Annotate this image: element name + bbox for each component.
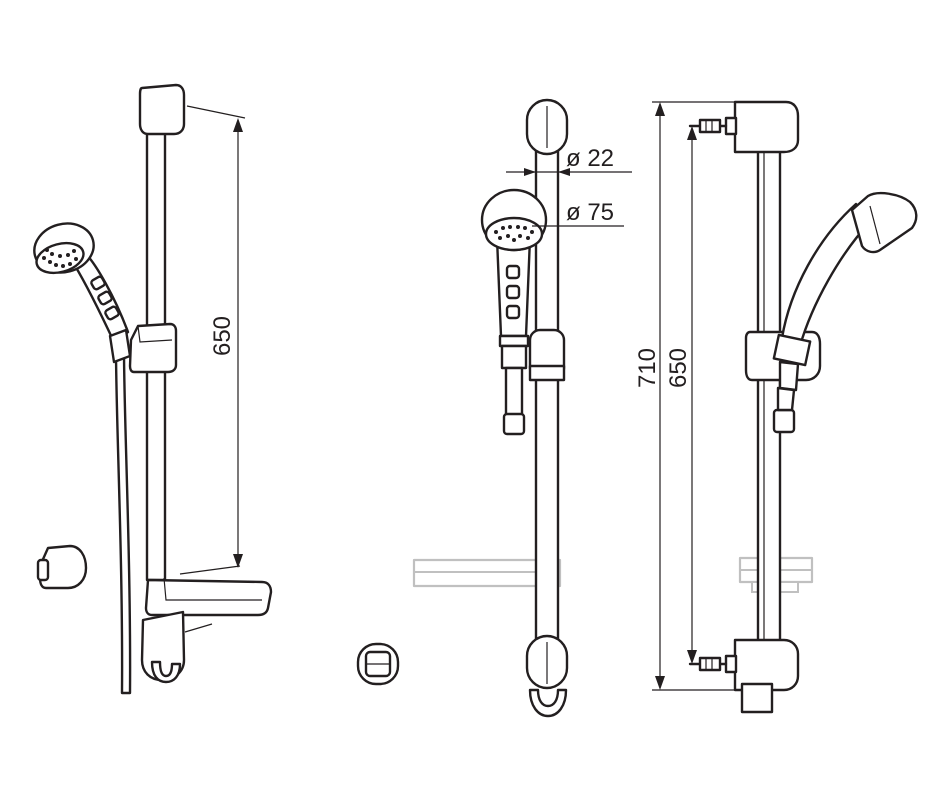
perspective-top-bracket (138, 83, 186, 136)
side-bottom-bracket (733, 638, 800, 692)
center-distance-label: 650 (665, 348, 692, 388)
rail-diameter-label: ø 22 (566, 145, 614, 172)
side-hand-shower (772, 191, 918, 434)
side-top-bracket (733, 100, 800, 154)
overall-height-label: 710 (634, 348, 661, 388)
shower-hose (114, 348, 132, 695)
front-hand-shower (480, 188, 548, 436)
head-diameter-label: ø 75 (566, 199, 614, 226)
perspective-wall-holder (38, 544, 88, 590)
perspective-hand-shower (33, 222, 132, 364)
side-rail (756, 146, 782, 644)
front-view: ø 22 ø 75 (356, 98, 632, 718)
perspective-slider-holder (128, 322, 178, 374)
perspective-view: 650 (33, 83, 273, 695)
side-view: 710 650 (634, 100, 918, 714)
perspective-soap-dish (144, 578, 273, 617)
perspective-height-label: 650 (209, 316, 236, 356)
